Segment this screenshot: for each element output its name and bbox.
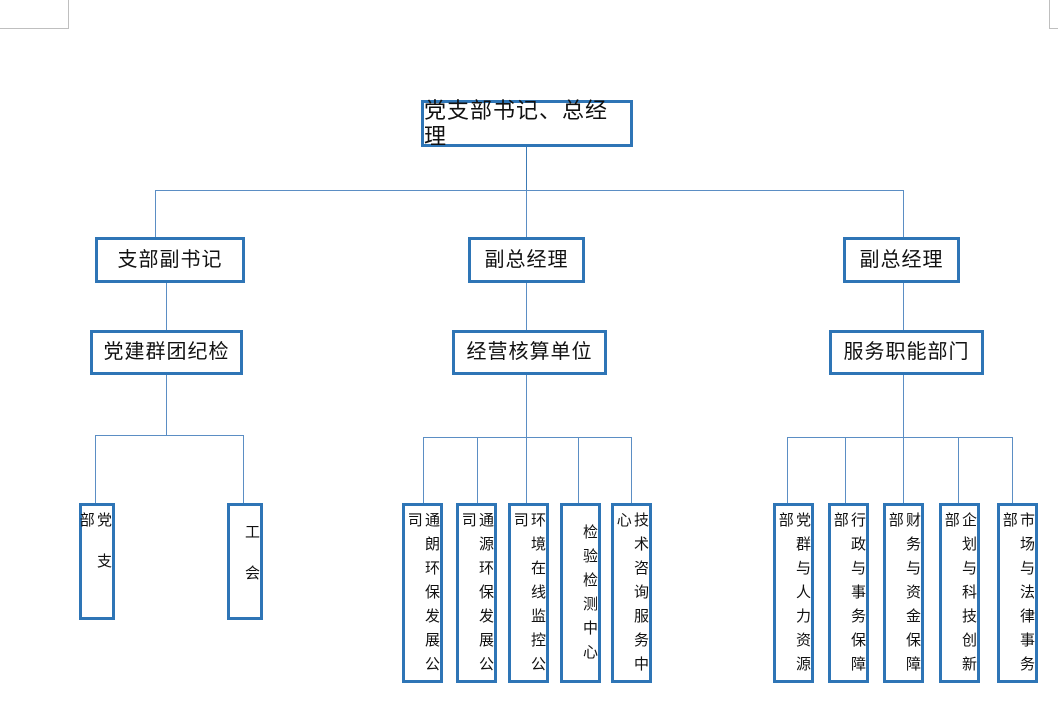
connector-left-drop-2	[243, 435, 244, 503]
connector-right-drop-3	[903, 437, 904, 503]
connector-middle-drop-5	[631, 437, 632, 503]
leaf-middle-1[interactable]: 通朗环保发展公司	[402, 503, 443, 683]
node-level2-right[interactable]: 副总经理	[843, 237, 960, 283]
connector-right-drop-5	[1012, 437, 1013, 503]
connector-left-stem	[166, 375, 167, 435]
connector-level2-bus	[155, 190, 904, 191]
connector-left-bus	[95, 435, 243, 436]
leaf-left-2[interactable]: 工会	[227, 503, 263, 620]
leaf-right-2[interactable]: 行政与事务保障部	[828, 503, 869, 683]
leaf-left-1[interactable]: 党支部	[78, 503, 115, 620]
connector-root-stem	[526, 147, 527, 190]
connector-drop-branch-middle	[526, 190, 527, 237]
connector-level2-left-to-level3	[166, 283, 167, 330]
connector-level2-right-to-level3	[903, 283, 904, 330]
connector-drop-branch-right	[903, 190, 904, 237]
connector-drop-branch-left	[155, 190, 156, 237]
connector-middle-drop-1	[423, 437, 424, 503]
leaf-right-3[interactable]: 财务与资金保障部	[883, 503, 924, 683]
connector-middle-stem	[526, 375, 527, 437]
node-level2-left[interactable]: 支部副书记	[95, 237, 245, 283]
leaf-middle-2[interactable]: 通源环保发展公司	[456, 503, 497, 683]
connector-right-drop-2	[845, 437, 846, 503]
node-level2-middle[interactable]: 副总经理	[468, 237, 585, 283]
connector-right-drop-1	[787, 437, 788, 503]
connector-right-bus	[787, 437, 1013, 438]
node-level3-right[interactable]: 服务职能部门	[829, 330, 984, 375]
node-level3-left[interactable]: 党建群团纪检	[90, 330, 243, 375]
connector-middle-drop-4	[578, 437, 579, 503]
leaf-right-5[interactable]: 市场与法律事务部	[997, 503, 1038, 683]
node-root[interactable]: 党支部书记、总经理	[421, 98, 633, 149]
leaf-right-4[interactable]: 企划与科技创新部	[939, 503, 980, 683]
connector-middle-bus	[423, 437, 632, 438]
node-level3-middle[interactable]: 经营核算单位	[452, 330, 607, 375]
leaf-middle-5[interactable]: 技术咨询服务中心	[611, 503, 652, 683]
leaf-middle-4[interactable]: 检验检测中心	[560, 503, 601, 683]
connector-right-stem	[903, 375, 904, 437]
connector-left-drop-1	[95, 435, 96, 503]
connector-level2-middle-to-level3	[526, 283, 527, 330]
leaf-right-1[interactable]: 党群与人力资源部	[773, 503, 814, 683]
connector-middle-drop-2	[477, 437, 478, 503]
page-margin-guide-top-left	[0, 0, 69, 29]
connector-right-drop-4	[958, 437, 959, 503]
leaf-middle-3[interactable]: 环境在线监控公司	[508, 503, 549, 683]
connector-middle-drop-3	[526, 437, 527, 503]
page-margin-guide-top-right	[1049, 0, 1058, 29]
